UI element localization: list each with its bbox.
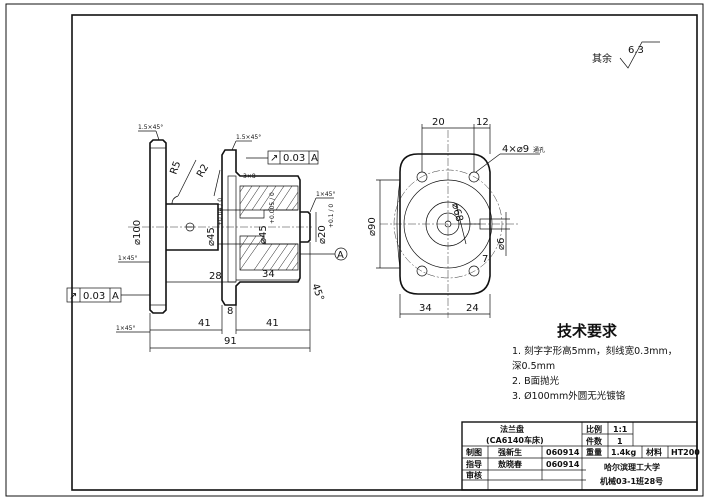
dim-chamfer-hub: 1.5×45°	[236, 134, 261, 141]
dim-len-41-b: 41	[266, 318, 279, 329]
tb-guide-name: 敖晓春	[498, 459, 522, 469]
dim-dia-45-tol: +0.04 / 0	[217, 198, 224, 226]
tol-datum-left: A	[112, 291, 119, 302]
dim-dia-45b: ⌀45	[258, 225, 269, 244]
dim-dia-68: ⌀68	[449, 202, 464, 223]
tb-qty-value: 1	[617, 437, 623, 446]
note-line-1: 1. 刻字字形高5mm，刻线宽0.3mm，	[512, 345, 677, 357]
roughness-prefix: 其余	[592, 52, 612, 65]
dim-chamfer-flange: 1.5×45°	[138, 124, 163, 131]
tol-value-top: 0.03	[283, 153, 305, 164]
dim-bottom-34: 34	[419, 303, 432, 314]
technical-requirements: 技术要求 1. 刻字字形高5mm，刻线宽0.3mm， 深0.5mm 2. B面抛…	[512, 322, 677, 402]
dim-dia-90: ⌀90	[367, 217, 378, 236]
tolerance-frame-top: ↗ 0.03 A	[246, 150, 319, 165]
notes-title: 技术要求	[557, 322, 618, 340]
dim-r5: R5	[168, 160, 183, 176]
tb-drawn-name: 强新生	[498, 447, 522, 457]
roughness-value: 6.3	[628, 45, 644, 56]
tol-symbol-top: ↗	[270, 153, 278, 164]
dim-r2: R2	[195, 162, 211, 179]
tb-weight-label: 重量	[586, 447, 602, 457]
dim-angle-45: 45°	[309, 282, 325, 302]
dim-len-7: 7	[482, 254, 488, 265]
dim-len-8: 8	[227, 306, 233, 317]
tb-guide-date: 060914	[546, 460, 580, 469]
tb-material-value: HT200	[671, 448, 700, 457]
tb-part-sub: (CA6140车床)	[486, 435, 544, 445]
dim-dia-45b-tol: +0.005 / 0	[269, 192, 276, 224]
dim-chamfer-right: 1×45°	[316, 191, 335, 198]
tb-qty-label: 件数	[586, 436, 603, 446]
tb-part-name: 法兰盘	[500, 424, 524, 434]
title-block: 法兰盘 (CA6140车床) 比例 1:1 件数 1 制图 强新生 060914…	[461, 421, 700, 491]
left-section-view: 1.5×45° 1.5×45° 1×45° 1×45° 1×45° R5 R2 …	[116, 124, 348, 352]
tb-school: 哈尔滨理工大学	[604, 462, 660, 472]
hatch-lower	[239, 235, 299, 271]
dim-dia-45: ⌀45	[206, 227, 217, 246]
tb-scale-value: 1:1	[613, 425, 628, 434]
dim-holes: 4×⌀9	[502, 144, 529, 155]
dim-dia-20: ⌀20	[317, 225, 328, 244]
dim-dia-100: ⌀100	[132, 220, 143, 245]
tb-class-info: 机械03-1班28号	[600, 476, 663, 486]
note-line-2: 深0.5mm	[512, 361, 555, 372]
dim-len-28: 28	[209, 271, 222, 282]
datum-letter: A	[337, 250, 344, 261]
dim-groove: 3×8	[243, 173, 256, 180]
note-line-3: 2. B面抛光	[512, 375, 560, 387]
dim-holes-suffix: 通孔	[533, 146, 545, 154]
dim-len-91: 91	[224, 336, 237, 347]
dim-top-12: 12	[476, 117, 489, 128]
dim-dia-20-tol: +0.1 / 0	[328, 204, 335, 228]
surface-roughness-symbol: 其余 6.3	[592, 41, 660, 69]
dim-top-20: 20	[432, 117, 445, 128]
tol-value-left: 0.03	[83, 291, 105, 302]
tol-datum-top: A	[311, 153, 318, 164]
hatch-upper	[239, 185, 299, 217]
tb-guide-label: 指导	[466, 459, 482, 469]
datum-marker: A	[300, 247, 348, 261]
tb-drawn-label: 制图	[466, 447, 482, 457]
tb-scale-label: 比例	[586, 424, 602, 434]
dim-bottom-24: 24	[466, 303, 479, 314]
dim-dia-6: ⌀6	[496, 238, 507, 250]
tb-weight-value: 1.4kg	[611, 448, 636, 457]
tb-material-label: 材料	[646, 447, 662, 457]
dim-len-41-a: 41	[198, 318, 211, 329]
dim-len-34: 34	[262, 269, 275, 280]
dim-chamfer-bottom: 1×45°	[116, 325, 135, 332]
right-front-view: 20 12 4×⌀9 通孔 ⌀90 ⌀68 ⌀6 7 34 24	[367, 117, 545, 318]
inner-border	[71, 14, 698, 491]
outer-border	[5, 3, 704, 497]
tb-drawn-date: 060914	[546, 448, 580, 457]
tolerance-frame-left: ↗ 0.03 A	[66, 287, 150, 303]
dim-chamfer-left: 1×45°	[118, 255, 137, 262]
note-line-4: 3. Ø100mm外圆无光镀铬	[512, 390, 626, 402]
tol-symbol-left: ↗	[69, 291, 77, 302]
tb-review-label: 审核	[466, 470, 482, 480]
